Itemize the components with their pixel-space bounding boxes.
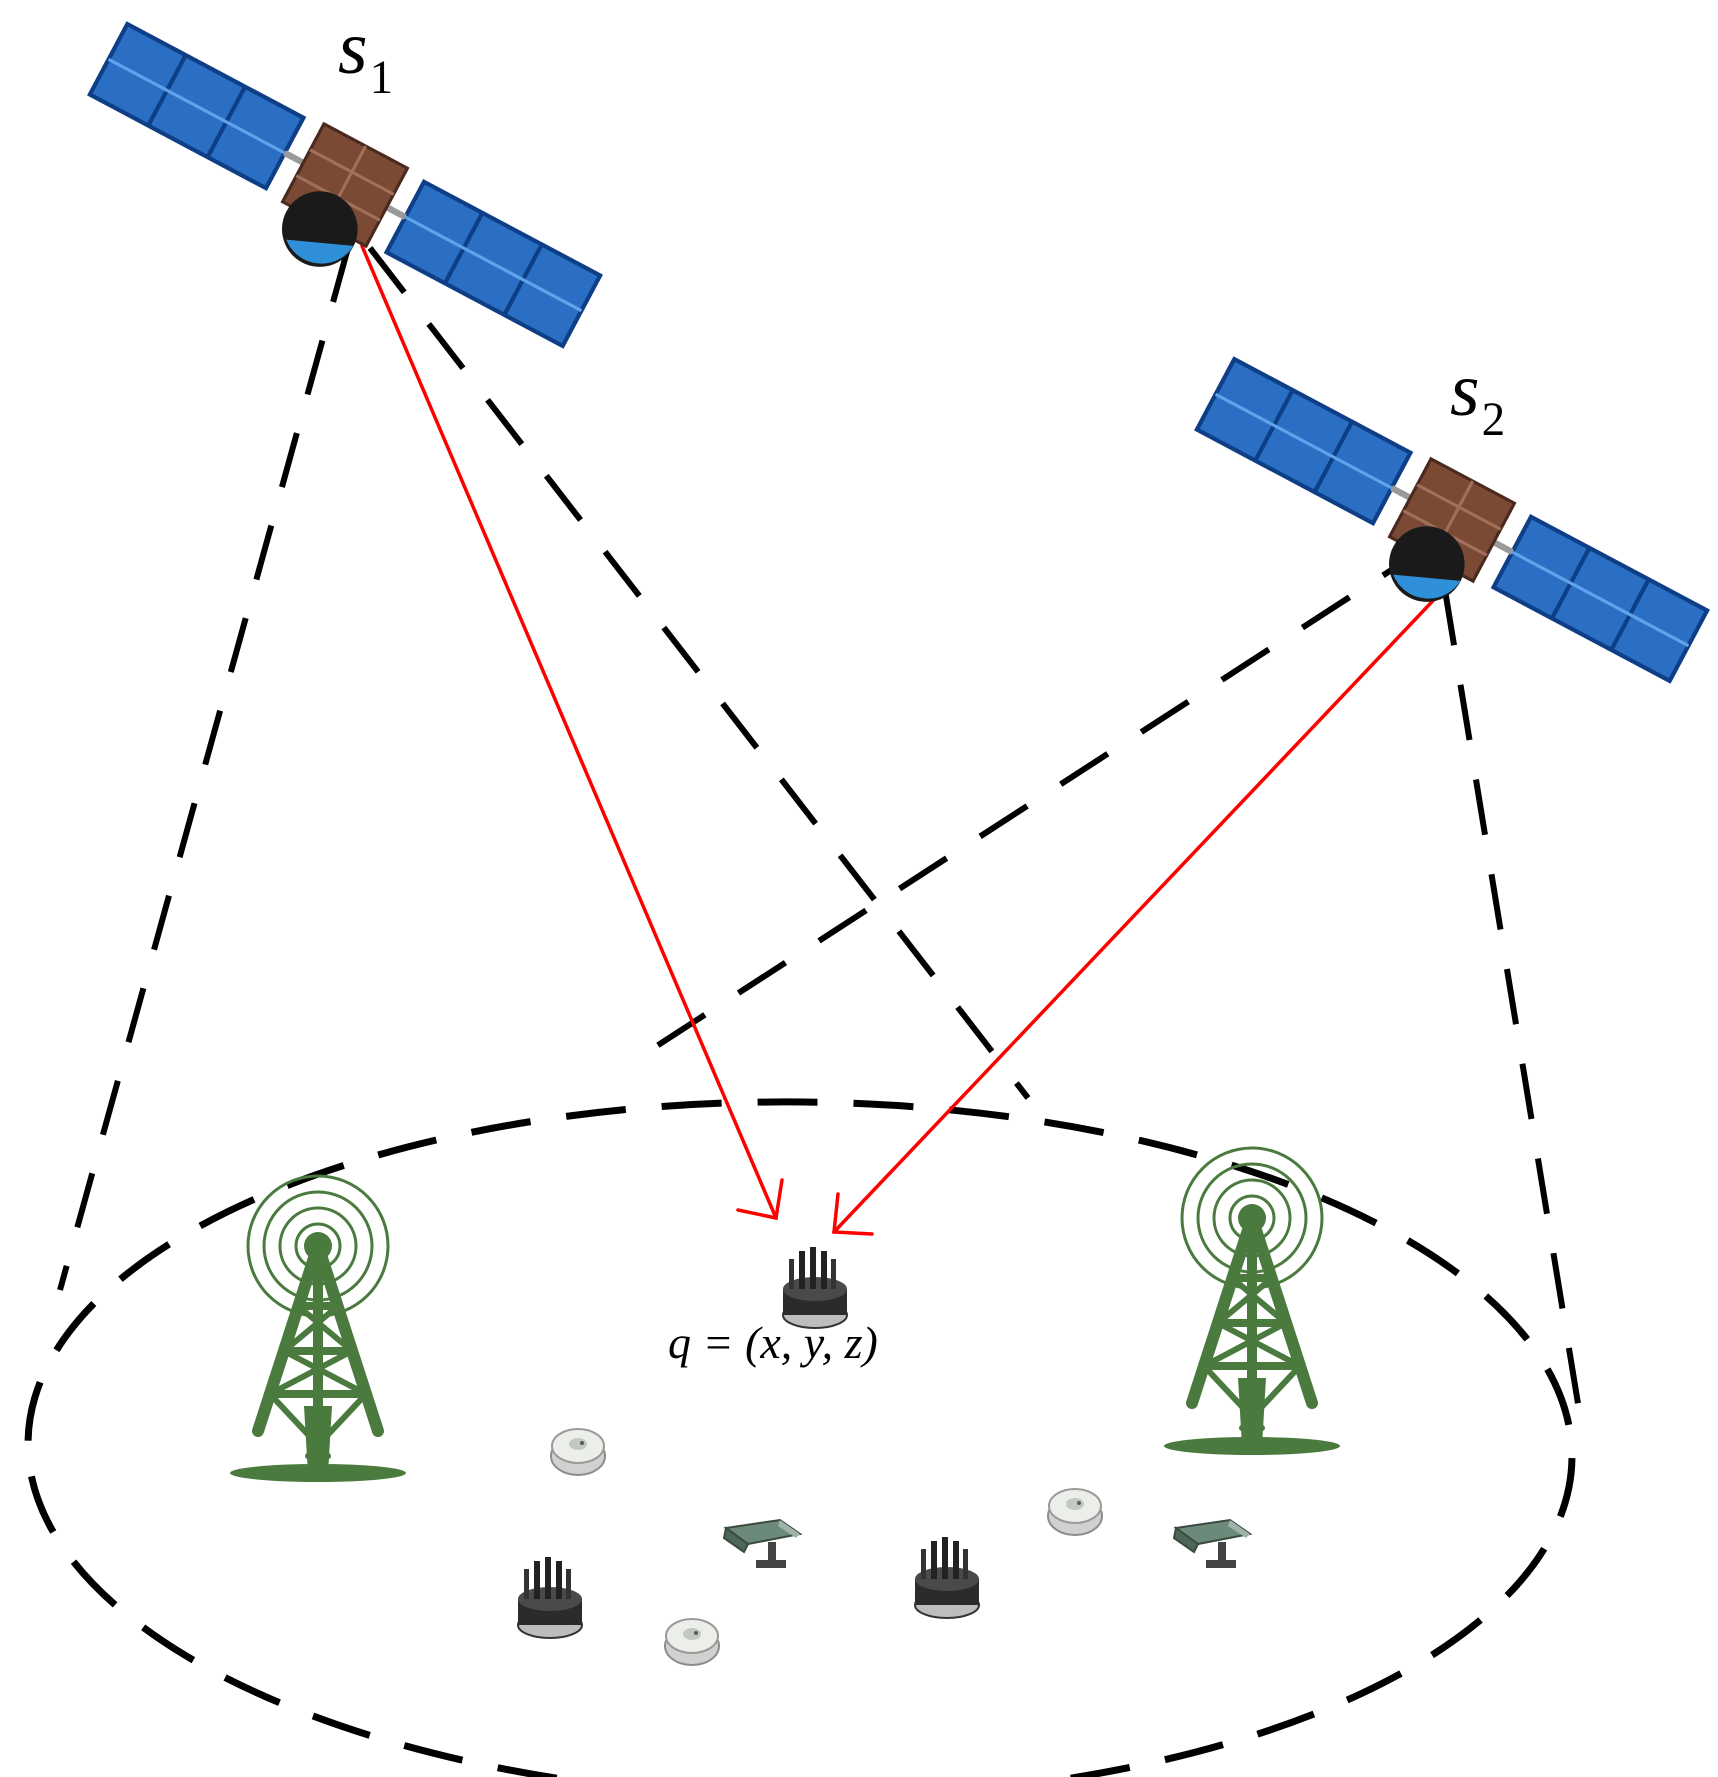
smoke-detector-icon: [1047, 1488, 1103, 1536]
camera-icon: [1173, 1519, 1251, 1569]
arrow-head-s1: [736, 1178, 784, 1221]
gateway-icon: [782, 1246, 848, 1329]
signal-arrow-s2: [832, 586, 1447, 1234]
cell-tower-icon: [230, 1176, 406, 1482]
gateway-icon: [914, 1536, 980, 1619]
smoke-detector-icon: [550, 1428, 606, 1476]
satellite-2-footprint-lines: [630, 542, 1585, 1429]
signal-arrows: [360, 244, 1447, 1236]
coverage-area-boundary: [24, 1098, 1576, 1777]
satellite-2-label: s2: [1450, 348, 1506, 446]
target-position-label: q = (x, y, z): [668, 1317, 878, 1368]
arrow-head-s2: [832, 1192, 874, 1236]
gateway-icon: [517, 1556, 583, 1639]
smoke-detector-icon: [664, 1618, 720, 1666]
signal-arrow-s1: [360, 244, 778, 1220]
camera-icon: [723, 1519, 801, 1569]
cell-tower-icon: [1164, 1148, 1340, 1455]
satellite-1-label: s1: [338, 6, 394, 104]
satellite-1-footprint-lines: [57, 246, 1031, 1291]
